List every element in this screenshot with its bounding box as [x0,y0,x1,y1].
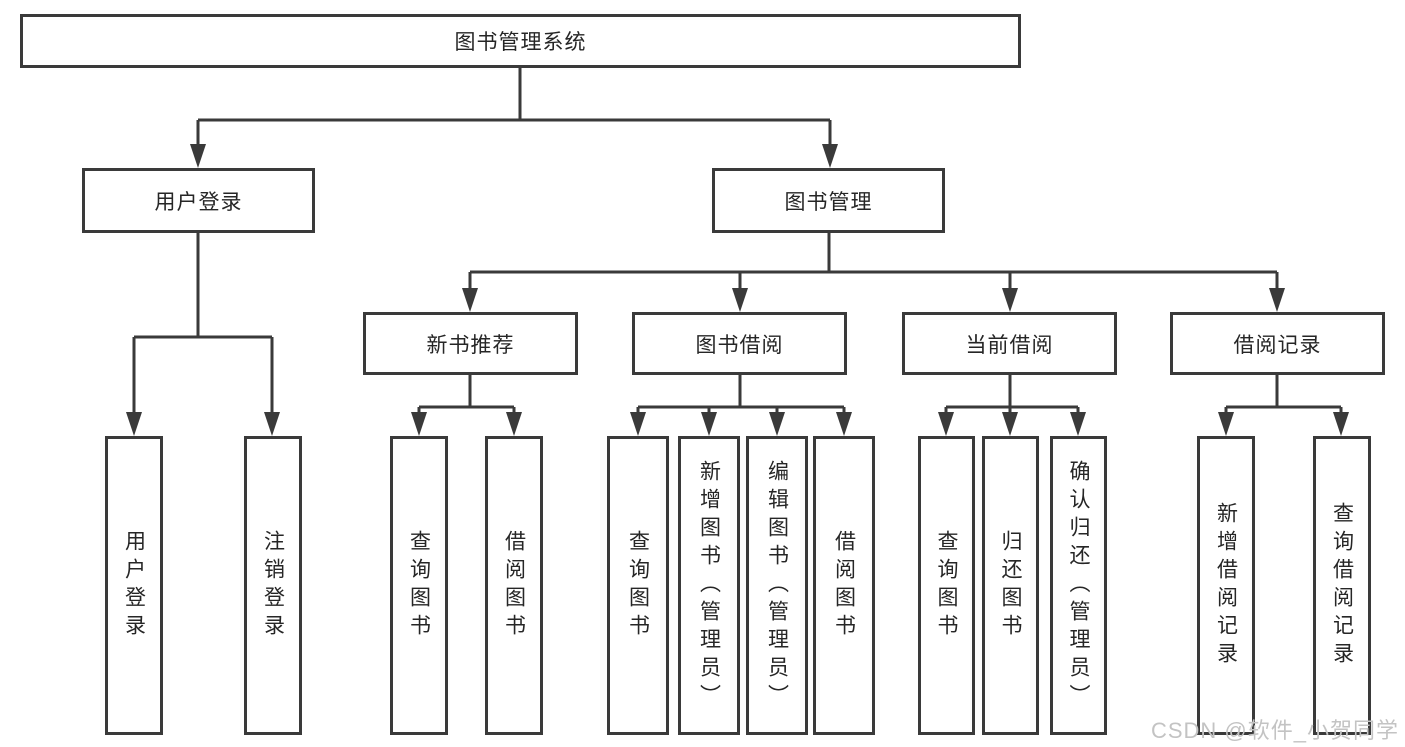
node-book-management-label: 图书管理 [784,190,873,214]
leaf-user-login-label: 用户登录 [122,529,146,642]
leaf-borrowing-add-admin-label: 新增图书（管理员） [697,459,721,712]
section-borrow-records-label: 借阅记录 [1233,333,1322,357]
leaf-current-query-label: 查询图书 [935,529,958,642]
arrowhead [732,288,748,312]
arrowhead [769,412,785,436]
leaf-borrowing-borrow: 借阅图书 [813,436,875,735]
node-root-label: 图书管理系统 [454,31,587,54]
section-current-borrowing-label: 当前借阅 [965,333,1054,357]
arrowheads [126,144,1349,436]
leaf-current-return-label: 归还图书 [999,529,1022,642]
arrowhead [1218,412,1234,436]
leaf-records-add-label: 新增借阅记录 [1214,501,1238,670]
leaf-borrowing-add-admin: 新增图书（管理员） [678,436,740,735]
section-new-books: 新书推荐 [363,312,578,375]
node-book-management: 图书管理 [712,168,945,233]
arrowhead [506,412,522,436]
arrowhead [630,412,646,436]
arrowhead [1002,288,1018,312]
leaf-borrowing-query-label: 查询图书 [626,529,650,642]
leaf-current-return: 归还图书 [982,436,1039,735]
section-book-borrowing-label: 图书借阅 [695,333,784,357]
leaf-records-query: 查询借阅记录 [1313,436,1371,735]
leaf-newbooks-query-label: 查询图书 [407,529,431,642]
section-book-borrowing: 图书借阅 [632,312,847,375]
leaf-records-add: 新增借阅记录 [1197,436,1255,735]
leaf-newbooks-borrow-label: 借阅图书 [502,529,526,642]
leaf-borrowing-edit-admin-label: 编辑图书（管理员） [765,459,789,712]
node-root: 图书管理系统 [20,14,1021,68]
arrowhead [1333,412,1349,436]
arrowhead [411,412,427,436]
arrowhead [462,288,478,312]
arrowhead [1269,288,1285,312]
leaf-newbooks-borrow: 借阅图书 [485,436,543,735]
leaf-borrowing-borrow-label: 借阅图书 [832,529,856,642]
leaf-current-confirm-admin: 确认归还（管理员） [1050,436,1107,735]
leaf-current-confirm-admin-label: 确认归还（管理员） [1067,459,1090,712]
leaf-current-query: 查询图书 [918,436,975,735]
arrowhead [701,412,717,436]
section-current-borrowing: 当前借阅 [902,312,1117,375]
leaf-newbooks-query: 查询图书 [390,436,448,735]
node-user-login: 用户登录 [82,168,315,233]
leaf-borrowing-query: 查询图书 [607,436,669,735]
section-new-books-label: 新书推荐 [426,333,515,357]
leaf-user-login: 用户登录 [105,436,163,735]
leaf-logout: 注销登录 [244,436,302,735]
section-borrow-records: 借阅记录 [1170,312,1385,375]
arrowhead [1070,412,1086,436]
arrowhead [836,412,852,436]
arrowhead [190,144,206,168]
leaf-borrowing-edit-admin: 编辑图书（管理员） [746,436,808,735]
arrowhead [264,412,280,436]
arrowhead [126,412,142,436]
leaf-records-query-label: 查询借阅记录 [1330,501,1354,670]
node-user-login-label: 用户登录 [154,190,243,214]
arrowhead [1002,412,1018,436]
arrowhead [822,144,838,168]
leaf-logout-label: 注销登录 [261,529,285,642]
arrowhead [938,412,954,436]
csdn-watermark: CSDN @软件_小贺同学 [1150,718,1399,743]
